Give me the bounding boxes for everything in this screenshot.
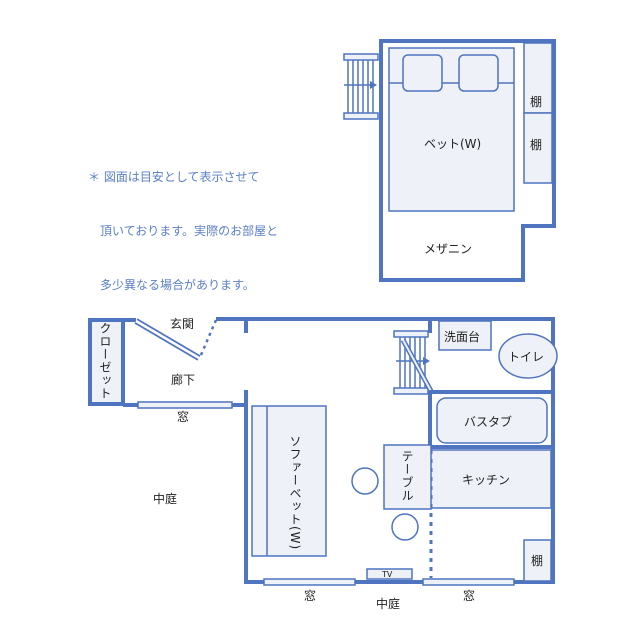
mezzanine-floor [343,39,556,282]
toilet-label: トイレ [508,350,544,364]
bathtub-label: バスタブ [464,414,512,429]
window-bottom-left [263,578,356,586]
sofa-bed [251,405,327,557]
stool-icon [391,513,419,541]
kitchen-label: キッチン [462,473,510,487]
washstand [438,320,492,351]
ground-floor [88,317,558,586]
stairs-arrow-icon [370,81,377,89]
window-label: 窓 [177,409,189,424]
sofa-bed-label: ソファーベット(W) [288,435,302,551]
window-bottom-right [422,578,515,586]
pillow-icon [458,54,499,92]
interior-stairs [393,319,434,395]
note-line: ＊ 図面は目安として表示させて [88,170,260,184]
courtyard-label: 中庭 [376,596,400,611]
courtyard-label: 中庭 [153,491,177,506]
closet [88,318,125,406]
stairs-arrow-icon [423,357,430,365]
shelf-label: 棚 [530,137,542,152]
closet-label: クローゼット [98,322,112,400]
note-line: 多少異なる場合があります。 [88,278,255,292]
note-line: 頂いております。実際のお部屋と [88,224,279,238]
entrance-threshold [199,319,218,356]
shelf-label: 棚 [531,553,543,568]
bathtub [436,397,548,444]
stool-icon [351,467,379,495]
window-label: 窓 [463,588,475,603]
tv-label: TV [381,570,393,579]
mezzanine-shelf-bottom [523,112,553,184]
bed-label: ベット(W) [424,137,481,151]
mezzanine-label: メザニン [424,242,472,256]
entrance-label: 玄関 [170,316,194,331]
kitchen-shelf [523,539,552,582]
disclaimer-note: ＊ 図面は目安として表示させて 頂いております。実際のお部屋と 多少異なる場合が… [88,132,278,312]
tv [366,568,413,580]
hallway-label: 廊下 [171,372,195,387]
table-label: テーブル [400,450,414,502]
pillow-icon [402,54,443,92]
hall-window [137,401,233,409]
window-label: 窓 [304,588,316,603]
mezzanine-stairs [343,53,379,120]
table [383,444,432,510]
shelf-label: 棚 [530,94,542,109]
washstand-label: 洗面台 [444,329,480,344]
mezzanine-bed [388,47,515,212]
toilet [498,333,558,379]
